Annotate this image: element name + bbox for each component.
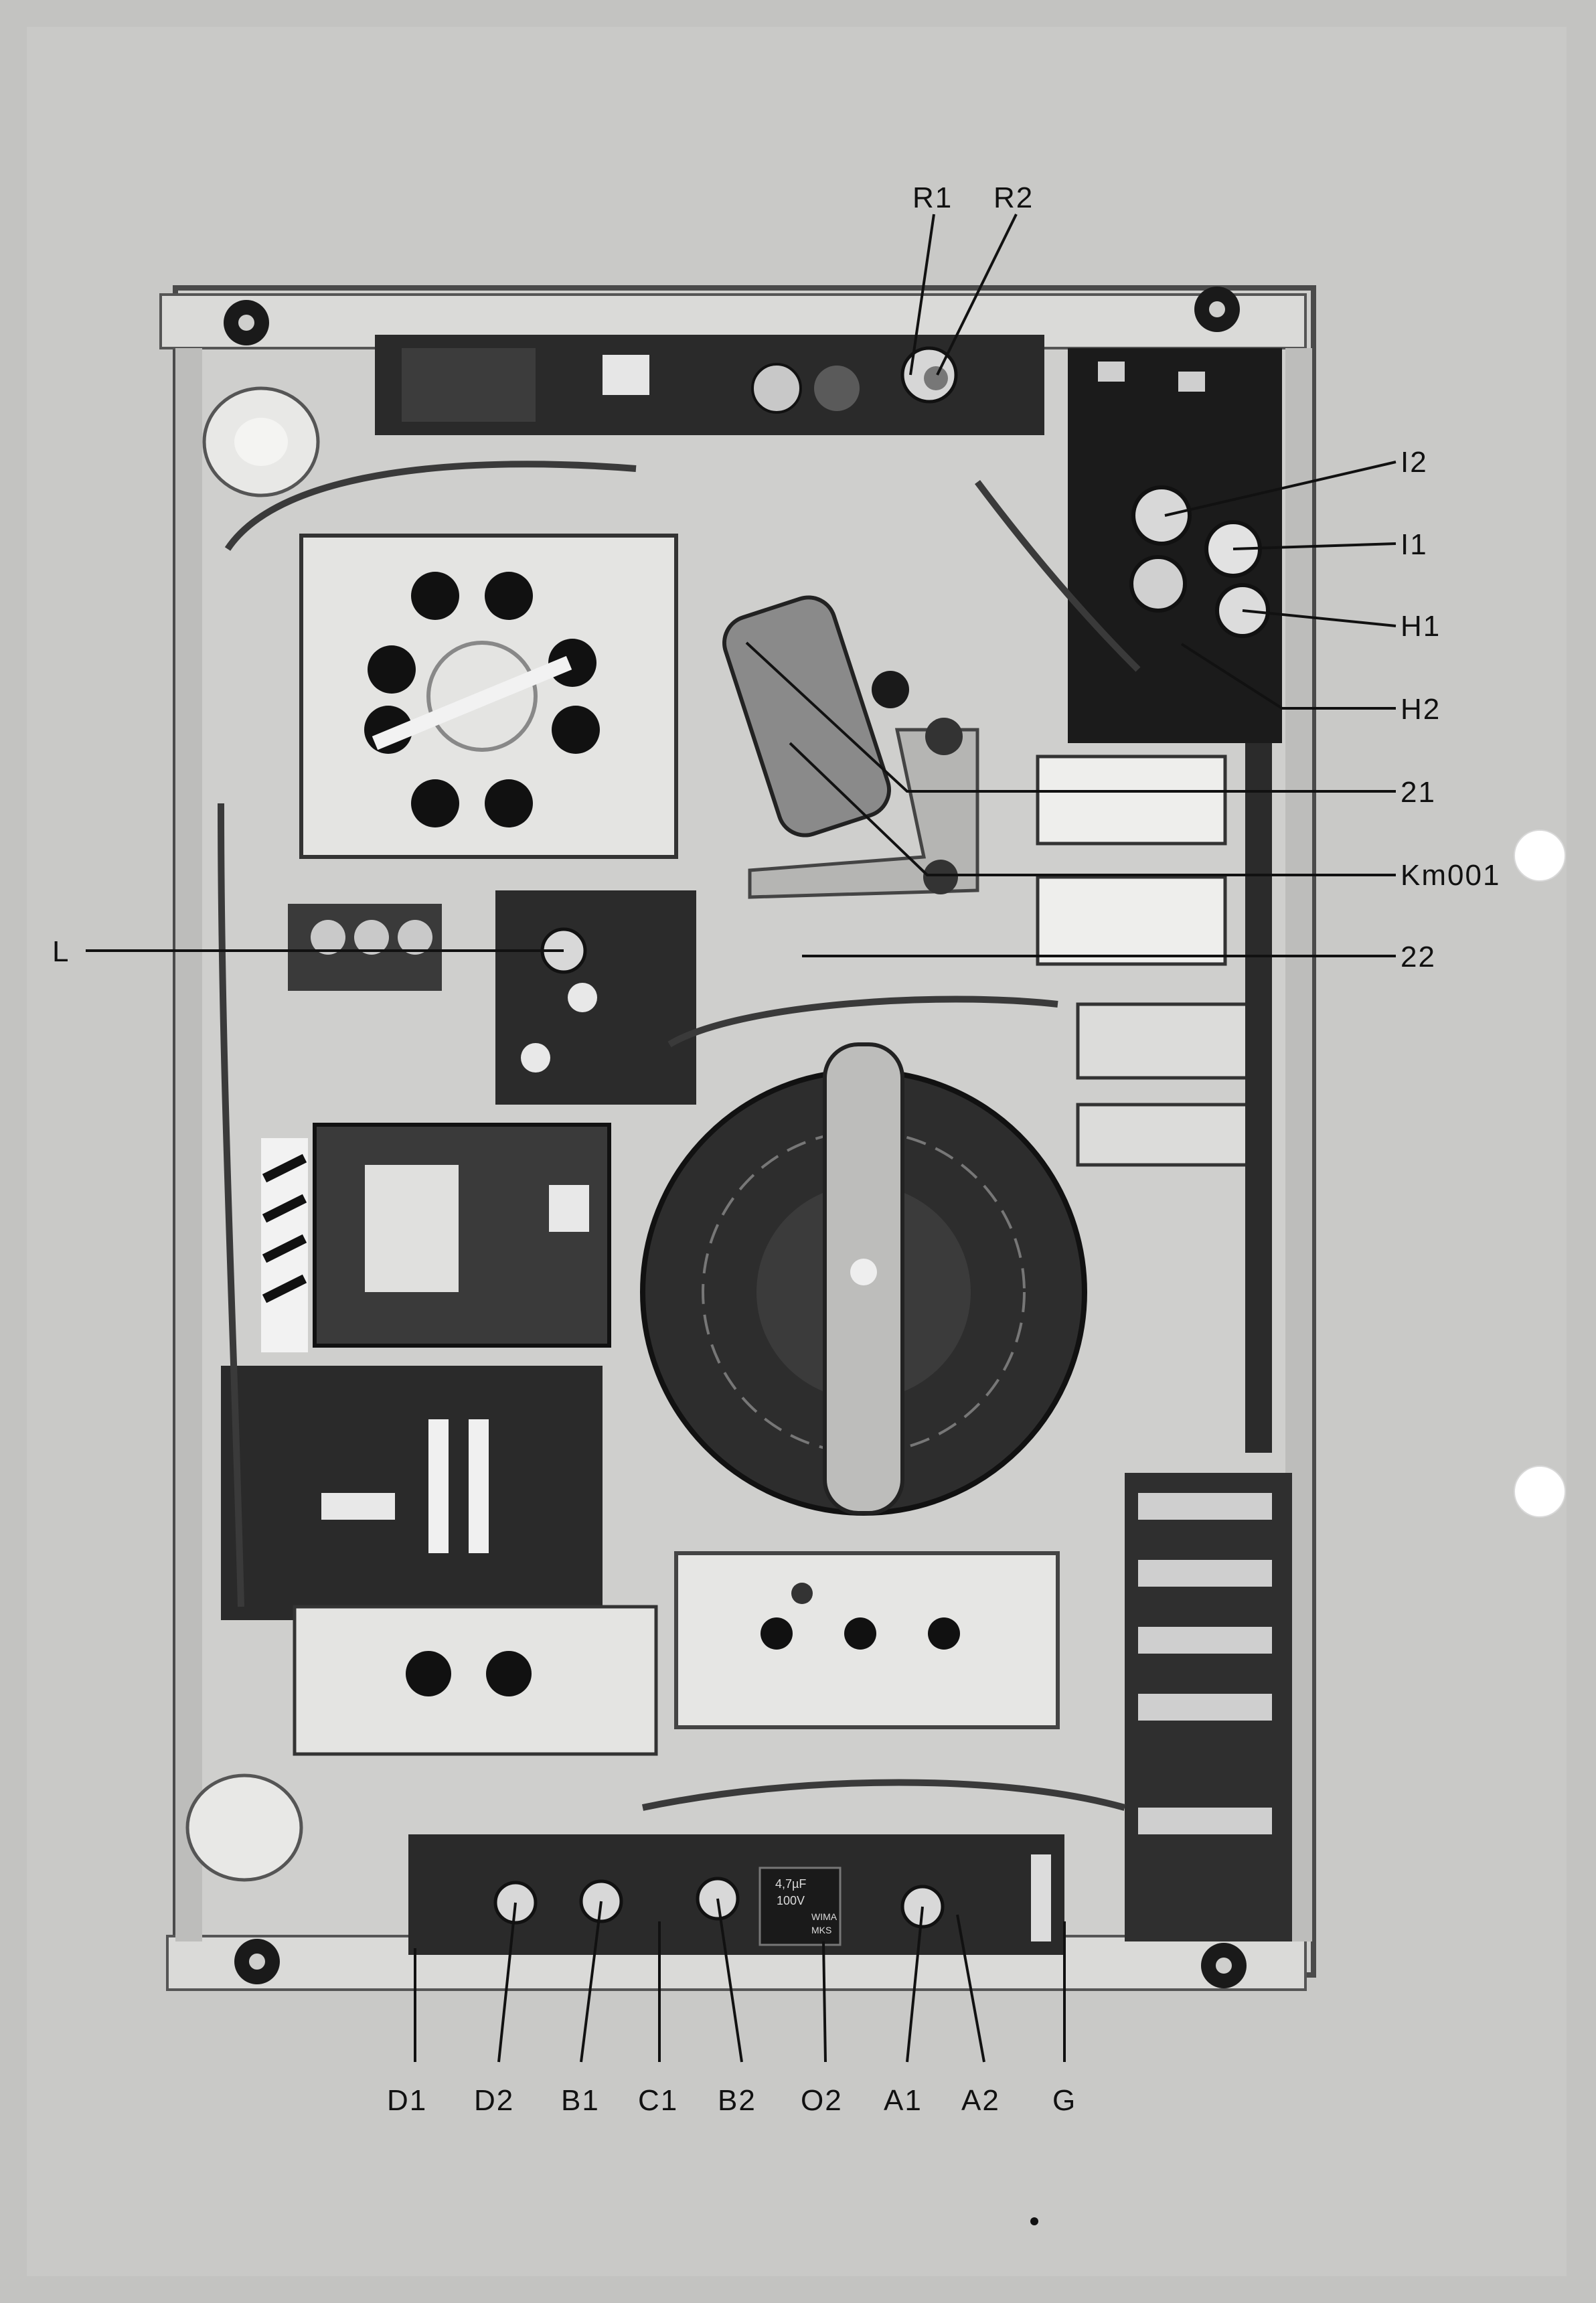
right-relays bbox=[1036, 755, 1254, 1167]
lower-shielding-box bbox=[674, 1551, 1060, 1729]
right-indicator-board bbox=[1068, 348, 1282, 743]
capacitor-top-left bbox=[202, 386, 320, 497]
label-km001: Km001 bbox=[1401, 859, 1500, 892]
label-h2: H2 bbox=[1401, 693, 1441, 726]
label-l: L bbox=[52, 935, 70, 968]
punch-hole-upper bbox=[1514, 829, 1566, 882]
capacitor-brand-print: WIMA bbox=[811, 1911, 837, 1922]
label-o2: O2 bbox=[801, 2084, 843, 2117]
label-b1: B1 bbox=[561, 2084, 600, 2117]
label-a2: A2 bbox=[961, 2084, 1000, 2117]
label-d1: D1 bbox=[387, 2084, 427, 2117]
callout-labels: R1 R2 I2 I1 H1 H2 21 Km001 22 L D1 D2 B1… bbox=[52, 181, 1500, 2117]
label-b2: B2 bbox=[718, 2084, 756, 2117]
leader-b1 bbox=[580, 1901, 603, 2063]
label-22: 22 bbox=[1401, 941, 1436, 973]
label-i1: I1 bbox=[1401, 528, 1428, 561]
label-g: G bbox=[1052, 2084, 1076, 2117]
right-terminal-strip bbox=[1125, 743, 1292, 1941]
leader-h2 bbox=[1180, 643, 1396, 710]
l-trimmer-board bbox=[288, 890, 696, 1105]
punch-hole-lower bbox=[1514, 1465, 1566, 1518]
print-dot bbox=[1030, 2217, 1038, 2225]
relay-coil-km001 bbox=[722, 595, 909, 838]
leader-a1 bbox=[906, 1906, 924, 2063]
relay-lever bbox=[748, 718, 979, 899]
leader-km001 bbox=[789, 742, 1396, 876]
leader-r2 bbox=[936, 214, 1018, 376]
toroidal-transformer bbox=[640, 1042, 1087, 1516]
label-21: 21 bbox=[1401, 776, 1436, 809]
label-h1: H1 bbox=[1401, 610, 1441, 643]
wiring bbox=[218, 461, 1141, 1811]
label-r2: R2 bbox=[993, 181, 1034, 214]
leader-r1 bbox=[909, 214, 935, 376]
capacitor-type-print: MKS bbox=[811, 1925, 831, 1935]
leader-h1 bbox=[1242, 609, 1396, 627]
capacitor-voltage-print: 100V bbox=[777, 1894, 805, 1907]
label-r1: R1 bbox=[912, 181, 953, 214]
label-a1: A1 bbox=[884, 2084, 923, 2117]
capacitor-bottom-left bbox=[185, 1773, 303, 1882]
lower-left-board bbox=[221, 1366, 658, 1756]
mounting-screws bbox=[224, 287, 1247, 1988]
leader-a2 bbox=[956, 1914, 985, 2063]
label-d2: D2 bbox=[474, 2084, 514, 2117]
leader-o2 bbox=[822, 1941, 827, 2063]
callout-leaders bbox=[86, 214, 1396, 2063]
leader-i2 bbox=[1164, 461, 1396, 517]
upper-transformer bbox=[299, 534, 678, 859]
label-i2: I2 bbox=[1401, 446, 1428, 479]
middle-transformer bbox=[261, 1123, 611, 1352]
device-chassis: 4,7µF 100V WIMA MKS bbox=[159, 285, 1316, 1991]
bottom-trimmer-board: 4,7µF 100V WIMA MKS bbox=[408, 1834, 1064, 1955]
leader-i1 bbox=[1232, 542, 1396, 550]
label-c1: C1 bbox=[638, 2084, 678, 2117]
top-control-board bbox=[375, 335, 1044, 435]
capacitor-value-print: 4,7µF bbox=[775, 1877, 806, 1891]
leader-b2 bbox=[716, 1898, 743, 2063]
leader-d2 bbox=[497, 1902, 517, 2063]
leader-21 bbox=[745, 641, 1396, 793]
